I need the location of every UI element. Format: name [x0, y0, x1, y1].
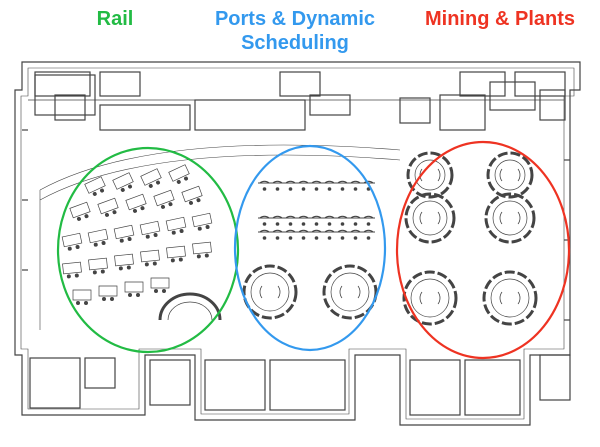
desk-cluster: [168, 164, 190, 184]
desk-cluster: [84, 176, 106, 196]
desk-cluster: [140, 249, 160, 267]
desk-cluster: [112, 172, 134, 192]
desk-cluster: [113, 224, 135, 243]
desk-cluster: [72, 289, 92, 305]
desk-cluster: [61, 232, 83, 251]
workstation-layout: [61, 151, 538, 326]
zone-label-ports-line1: Ports & Dynamic: [214, 8, 376, 30]
desk-cluster: [62, 261, 82, 279]
desk-cluster: [114, 253, 134, 271]
zone-label-ports-line2: Scheduling: [241, 32, 349, 54]
desk-cluster: [166, 245, 186, 263]
desk-cluster: [181, 185, 203, 205]
desk-cluster: [140, 168, 162, 188]
zone-outline-ports: [233, 144, 387, 352]
desk-cluster: [125, 193, 147, 213]
desk-cluster: [87, 228, 109, 247]
zone-label-mining-plants: Mining & Plants: [425, 8, 575, 30]
desk-cluster: [69, 201, 91, 221]
desk-cluster: [150, 277, 170, 293]
round-desk-cluster: [482, 270, 538, 326]
round-desk-cluster: [242, 264, 298, 320]
round-desk-cluster: [406, 151, 454, 199]
desk-row: [258, 215, 375, 226]
building-outline: [14, 61, 581, 426]
round-desk-cluster: [404, 192, 456, 244]
desk-cluster: [98, 285, 118, 301]
round-desk-cluster: [402, 270, 458, 326]
zone-outline-rail: [56, 146, 240, 354]
desk-row: [258, 229, 375, 240]
desk-cluster: [97, 197, 119, 217]
desk-cluster: [165, 216, 187, 235]
desk-cluster: [192, 241, 212, 259]
zone-label-rail: Rail: [96, 8, 134, 30]
desk-cluster: [191, 212, 213, 231]
rail-round-cluster: [158, 292, 222, 321]
desk-row: [258, 180, 375, 191]
round-desk-cluster: [484, 192, 536, 244]
zone-outline-mining: [395, 140, 571, 360]
desk-cluster: [88, 257, 108, 275]
zone-outlines: [56, 140, 571, 360]
round-desk-cluster: [486, 151, 534, 199]
desk-cluster: [124, 281, 144, 297]
round-desk-cluster: [322, 264, 378, 320]
desk-cluster: [153, 189, 175, 209]
zone-label-ports-dynamic-scheduling: Ports & Dynamic Scheduling: [205, 7, 385, 55]
desk-cluster: [139, 220, 161, 239]
